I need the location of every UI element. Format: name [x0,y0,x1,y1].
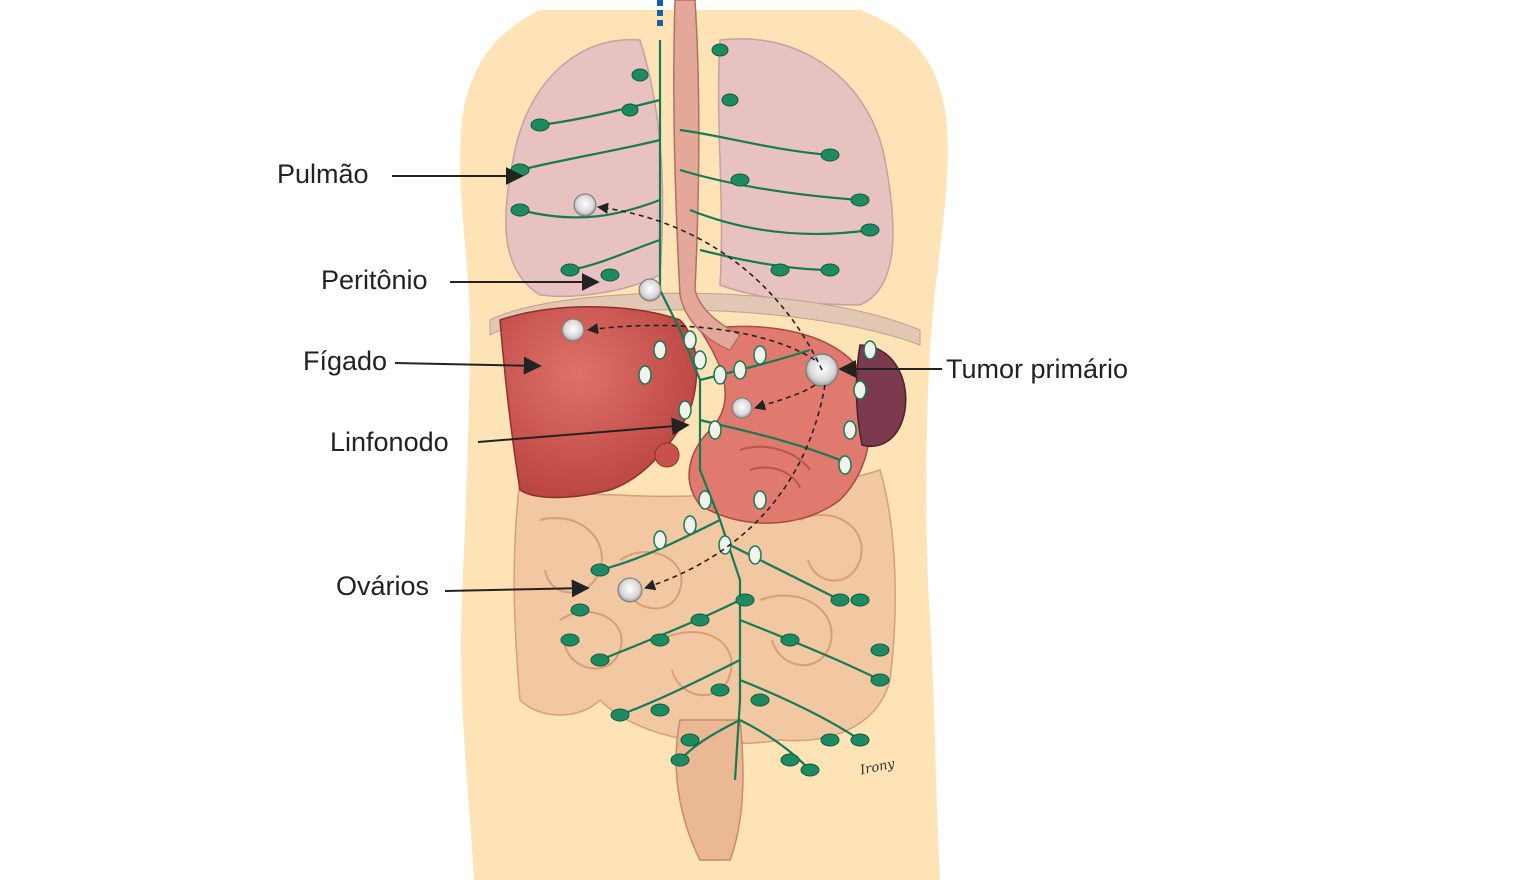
metastasis-ovary [617,577,643,603]
label-linfonodo: Linfonodo [330,427,449,457]
label-figado: Fígado [303,346,388,376]
intestines [513,469,896,745]
metastasis-lung [573,193,597,217]
metastasis-lymph-node [731,397,753,419]
esophagus [673,0,742,351]
abdominal-lymph-nodes [638,330,877,565]
label-ovarios: Ovários [336,571,430,601]
label-peritonio: Peritônio [321,265,428,295]
arrow-linfonodo [477,417,690,443]
liver [499,306,698,499]
gallbladder [654,442,680,468]
arrow-figado [394,356,542,375]
metastasis-liver [561,318,585,342]
spread-paths [586,202,826,591]
metastasis-peritoneum [638,278,662,302]
label-tumor-primario: Tumor primário [946,354,1129,384]
right-lung [717,38,894,306]
left-lung [505,38,664,298]
label-pulmao: Pulmão [277,159,369,189]
rectum [675,719,744,861]
arrow-ovarios [444,579,590,598]
lymph-nodes [510,43,890,777]
label-arrows [392,167,942,598]
